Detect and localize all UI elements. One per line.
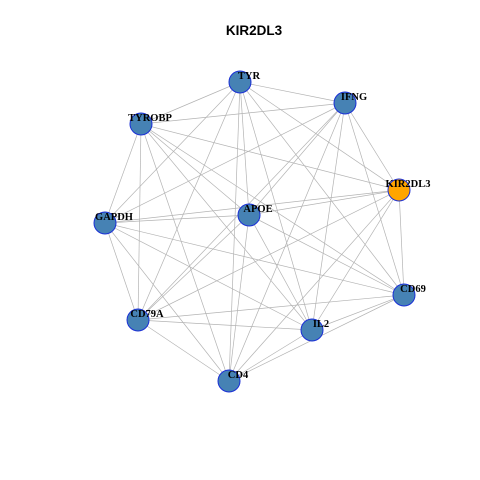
- node-label-cd79a: CD79A: [130, 309, 164, 320]
- edge-kir2dl3-cd69: [398, 189, 405, 296]
- edge-tyr-tyrobp: [140, 81, 241, 125]
- node-label-ifng: IFNG: [341, 92, 367, 103]
- edge-gapdh-il2: [104, 222, 313, 331]
- edge-cd69-il2: [311, 294, 405, 331]
- edge-tyr-kir2dl3: [239, 81, 400, 191]
- edge-apoe-cd4: [228, 214, 250, 382]
- edge-tyr-ifng: [239, 81, 346, 104]
- node-label-apoe: APOE: [243, 204, 272, 215]
- edge-gapdh-cd79a: [104, 222, 139, 321]
- edge-apoe-cd79a: [137, 214, 250, 321]
- edge-kir2dl3-il2: [311, 189, 400, 331]
- node-label-cd69: CD69: [400, 284, 426, 295]
- edge-tyrobp-gapdh: [104, 123, 142, 224]
- edges-layer: [104, 81, 405, 382]
- node-label-tyrobp: TYROBP: [128, 113, 172, 124]
- edge-tyrobp-cd79a: [137, 123, 142, 321]
- edge-kir2dl3-cd4: [228, 189, 400, 382]
- edge-ifng-gapdh: [104, 102, 346, 224]
- edge-ifng-il2: [311, 102, 346, 331]
- graph-title: KIR2DL3: [226, 23, 283, 38]
- edge-cd79a-il2: [137, 319, 313, 331]
- edge-il2-cd4: [228, 329, 313, 382]
- edge-tyr-il2: [239, 81, 313, 331]
- node-label-il2: IL2: [313, 319, 329, 330]
- edge-apoe-il2: [248, 214, 313, 331]
- edge-tyrobp-cd4: [140, 123, 230, 382]
- edge-ifng-tyrobp: [140, 102, 346, 125]
- node-cd79a[interactable]: [126, 308, 150, 332]
- edge-ifng-apoe: [248, 102, 346, 216]
- node-kir2dl3[interactable]: [387, 178, 411, 202]
- edge-tyr-gapdh: [104, 81, 241, 224]
- edge-tyr-cd69: [239, 81, 405, 296]
- edge-cd79a-cd69: [137, 294, 405, 321]
- node-cd69[interactable]: [392, 283, 416, 307]
- edge-gapdh-cd4: [104, 222, 230, 382]
- node-label-gapdh: GAPDH: [95, 212, 133, 223]
- node-label-tyr: TYR: [238, 71, 261, 82]
- node-tyrobp[interactable]: [129, 112, 153, 136]
- node-tyr[interactable]: [228, 70, 252, 94]
- edge-tyrobp-il2: [140, 123, 313, 331]
- edge-tyr-cd79a: [137, 81, 241, 321]
- edge-gapdh-apoe: [104, 214, 250, 224]
- node-il2[interactable]: [300, 318, 324, 342]
- edge-kir2dl3-cd79a: [137, 189, 400, 321]
- node-ifng[interactable]: [333, 91, 357, 115]
- edge-ifng-kir2dl3: [344, 102, 400, 191]
- edge-tyrobp-kir2dl3: [140, 123, 400, 191]
- node-gapdh[interactable]: [93, 211, 117, 235]
- edge-kir2dl3-apoe: [248, 189, 400, 216]
- edge-tyr-cd4: [228, 81, 241, 382]
- edge-tyrobp-apoe: [140, 123, 250, 216]
- nodes-layer: [93, 70, 416, 393]
- edge-tyrobp-cd69: [140, 123, 405, 296]
- edge-tyr-apoe: [239, 81, 250, 216]
- edge-ifng-cd69: [344, 102, 405, 296]
- edge-gapdh-cd69: [104, 222, 405, 296]
- edge-ifng-cd4: [228, 102, 346, 382]
- node-apoe[interactable]: [237, 203, 261, 227]
- node-label-cd4: CD4: [228, 370, 249, 381]
- edge-apoe-cd69: [248, 214, 405, 296]
- node-label-kir2dl3: KIR2DL3: [386, 179, 431, 190]
- node-cd4[interactable]: [217, 369, 241, 393]
- edge-cd79a-cd4: [137, 319, 230, 382]
